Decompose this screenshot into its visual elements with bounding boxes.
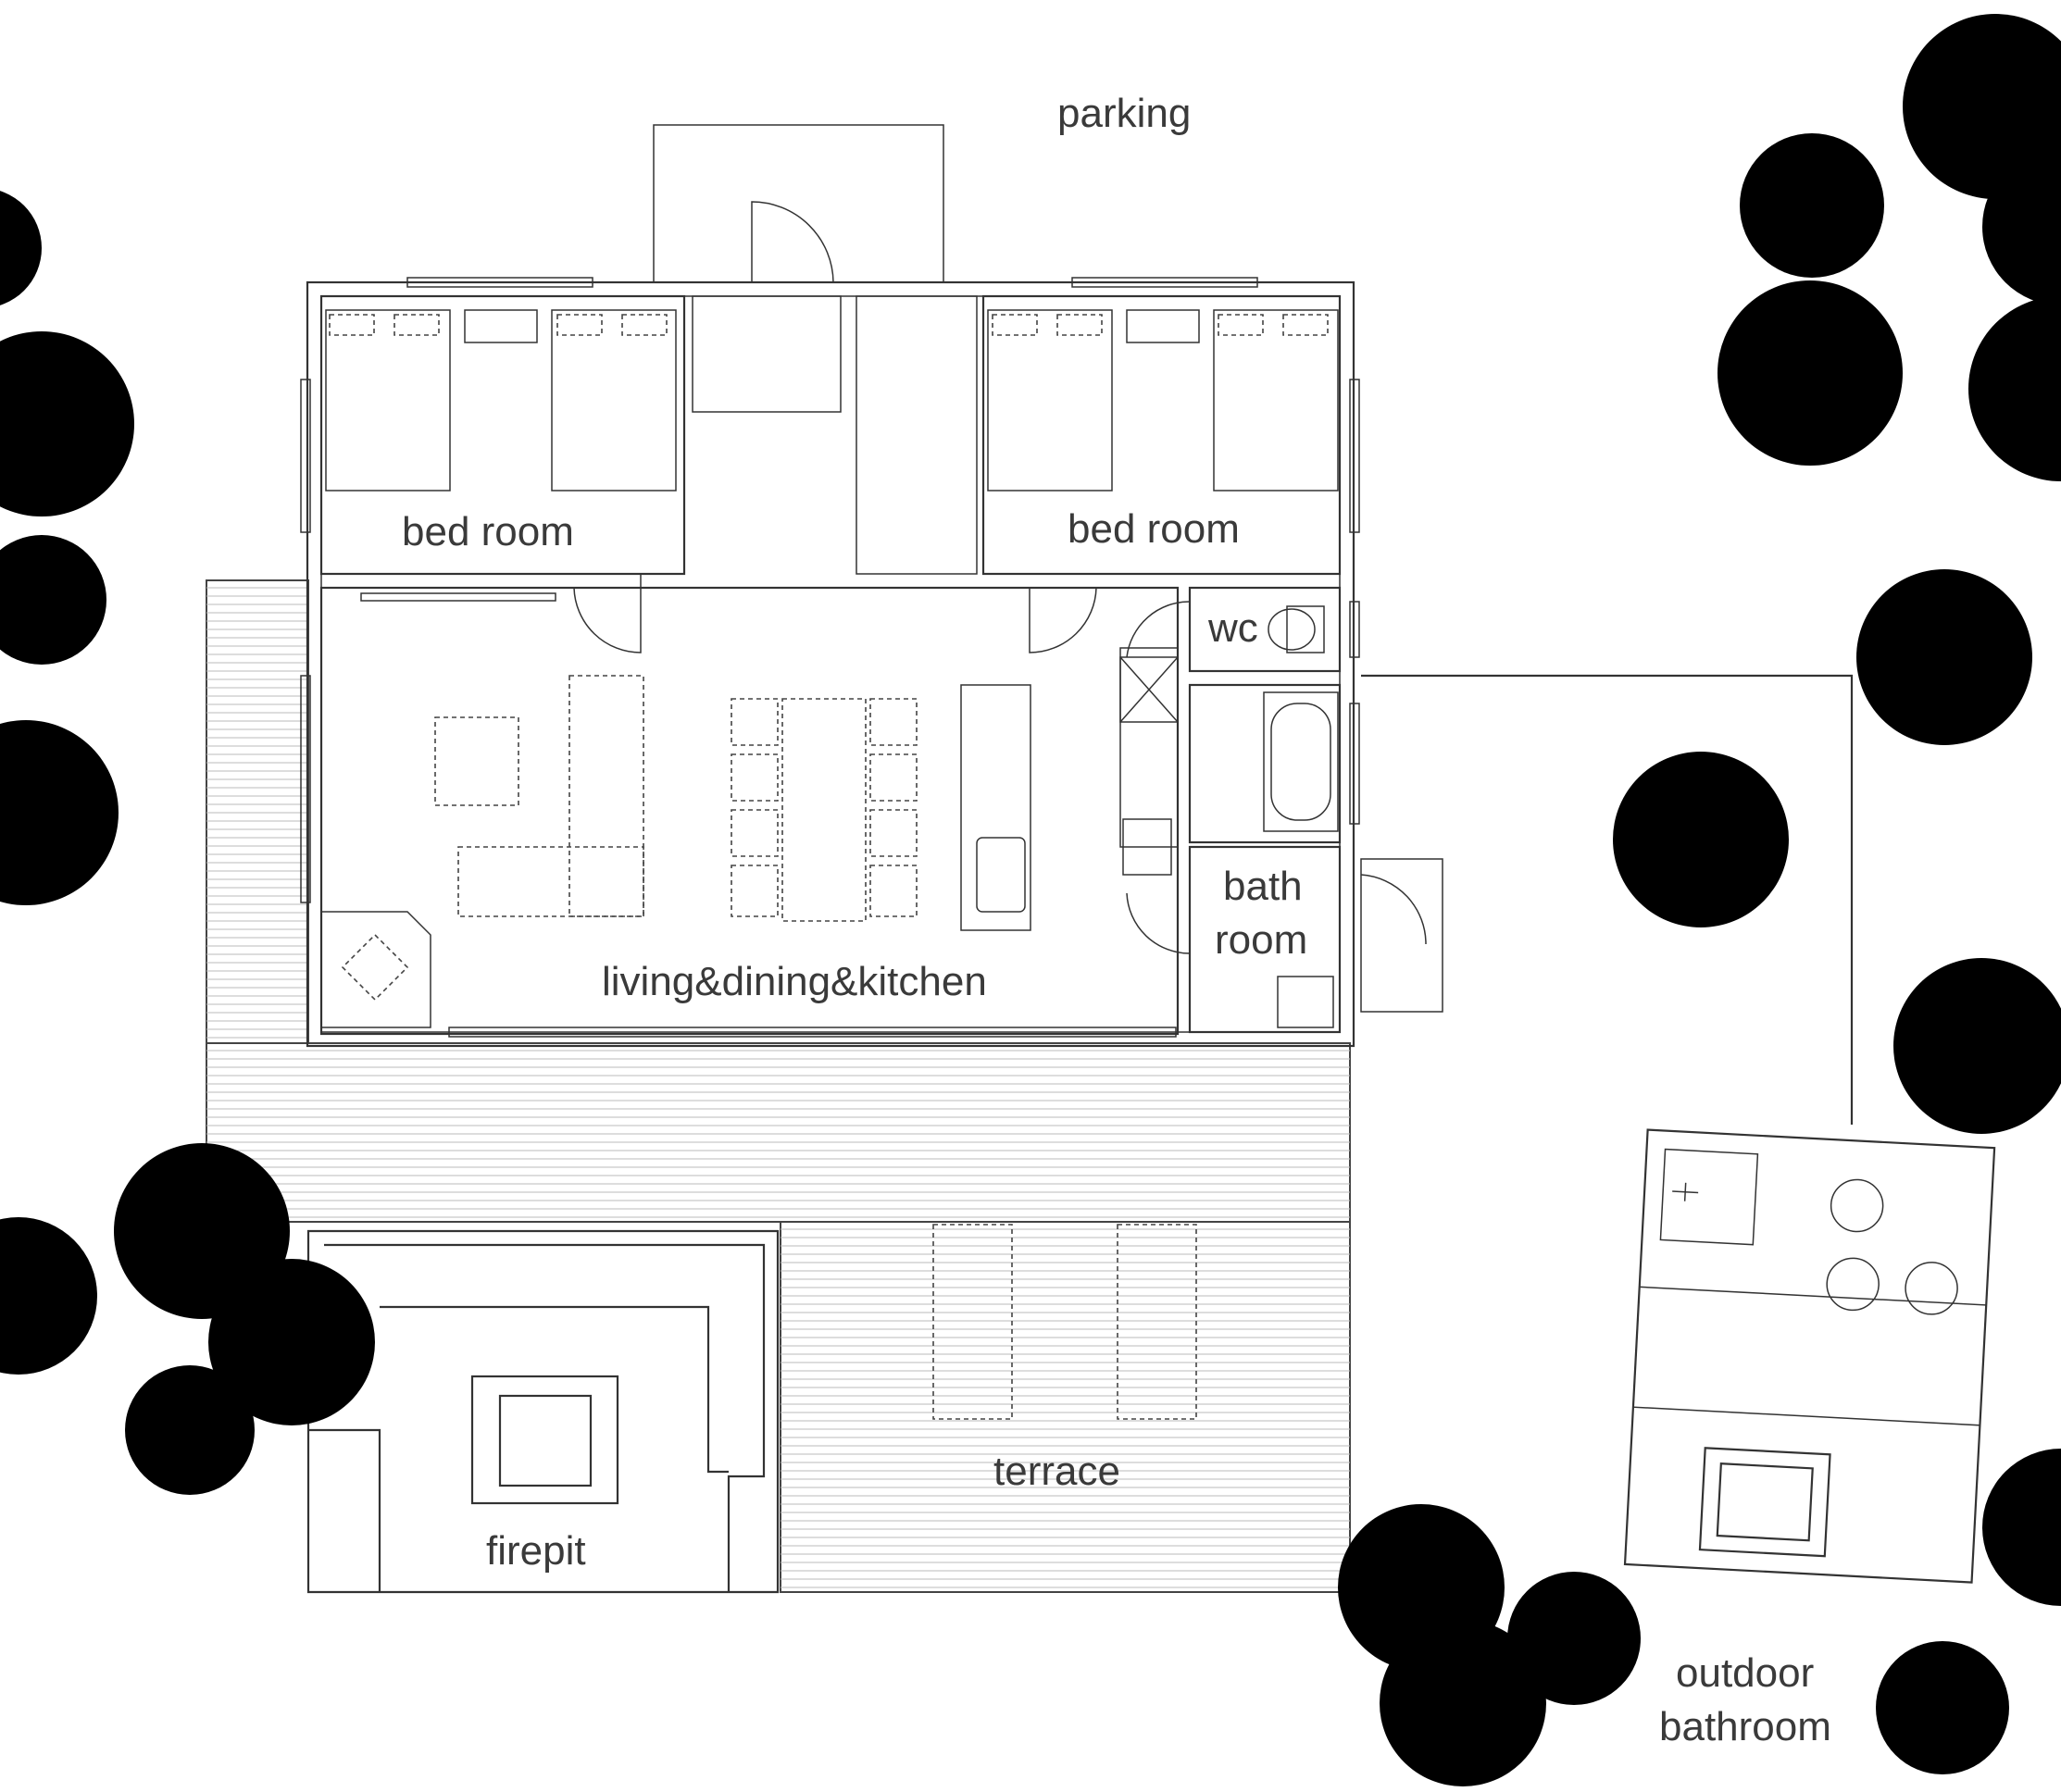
firepit-label: firepit (486, 1528, 586, 1574)
outdoor-bathroom (1623, 1128, 1996, 1584)
sink-counter (1277, 976, 1334, 1028)
dining-table-icon (731, 698, 918, 922)
toilet-icon (1268, 605, 1325, 653)
entry-door-icon (751, 201, 834, 283)
living-label: living&dining&kitchen (602, 959, 987, 1004)
fireplace-corner (320, 911, 431, 1028)
bedroom-left-label: bed room (402, 509, 574, 554)
terrace-label: terrace (993, 1449, 1120, 1494)
outdoor-bathroom-label-line2: bathroom (1659, 1704, 1831, 1749)
bath-side-deck (1360, 858, 1443, 1013)
parking-area (653, 124, 944, 283)
bath-room-label-line1: bath (1223, 864, 1303, 909)
bathtub-icon (1263, 691, 1339, 832)
stove-icon (1122, 818, 1172, 876)
firepit-area (306, 1229, 780, 1594)
terrace-loungers (932, 1224, 1197, 1420)
sofa-icon (434, 675, 644, 917)
parking-label: parking (1057, 91, 1191, 136)
wc-label: wc (1207, 605, 1258, 651)
fence-line (1361, 674, 1854, 1125)
bath-room-label-line2: room (1215, 917, 1307, 963)
terrace-deck (206, 579, 1351, 1593)
bedroom-right-label: bed room (1068, 506, 1240, 552)
outdoor-bathroom-label-line1: outdoor (1676, 1650, 1814, 1696)
bed-icon (325, 309, 1339, 492)
house-walls (300, 277, 1360, 1048)
door-swing-icon (573, 574, 1191, 954)
kitchen-island (960, 647, 1179, 931)
